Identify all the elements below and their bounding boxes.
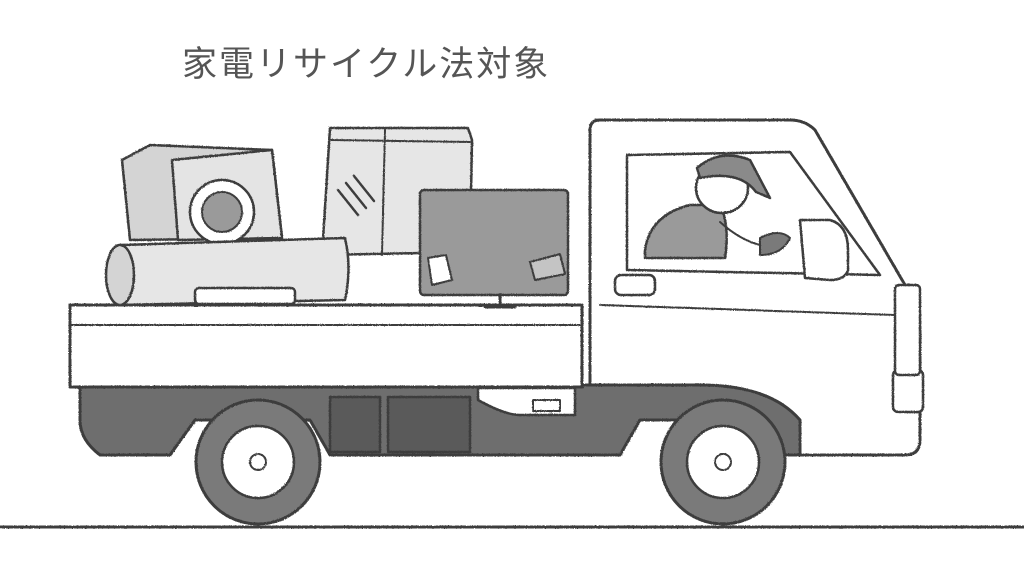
front-wheel xyxy=(659,398,787,526)
cargo-bed xyxy=(68,303,584,389)
driver xyxy=(643,154,791,260)
door-line xyxy=(599,304,896,316)
chassis-box-right xyxy=(386,395,472,454)
rear-wheel xyxy=(194,398,322,526)
caption-text: 家電リサイクル法対象 xyxy=(182,45,551,85)
washing-machine xyxy=(120,143,284,246)
front-bumper xyxy=(893,283,922,377)
side-mirror xyxy=(798,218,850,282)
headlight xyxy=(891,368,925,414)
door-handle xyxy=(613,273,657,297)
air-conditioner xyxy=(104,236,350,307)
television xyxy=(418,188,570,309)
chassis-box-left xyxy=(328,395,382,454)
reflector xyxy=(532,399,561,412)
